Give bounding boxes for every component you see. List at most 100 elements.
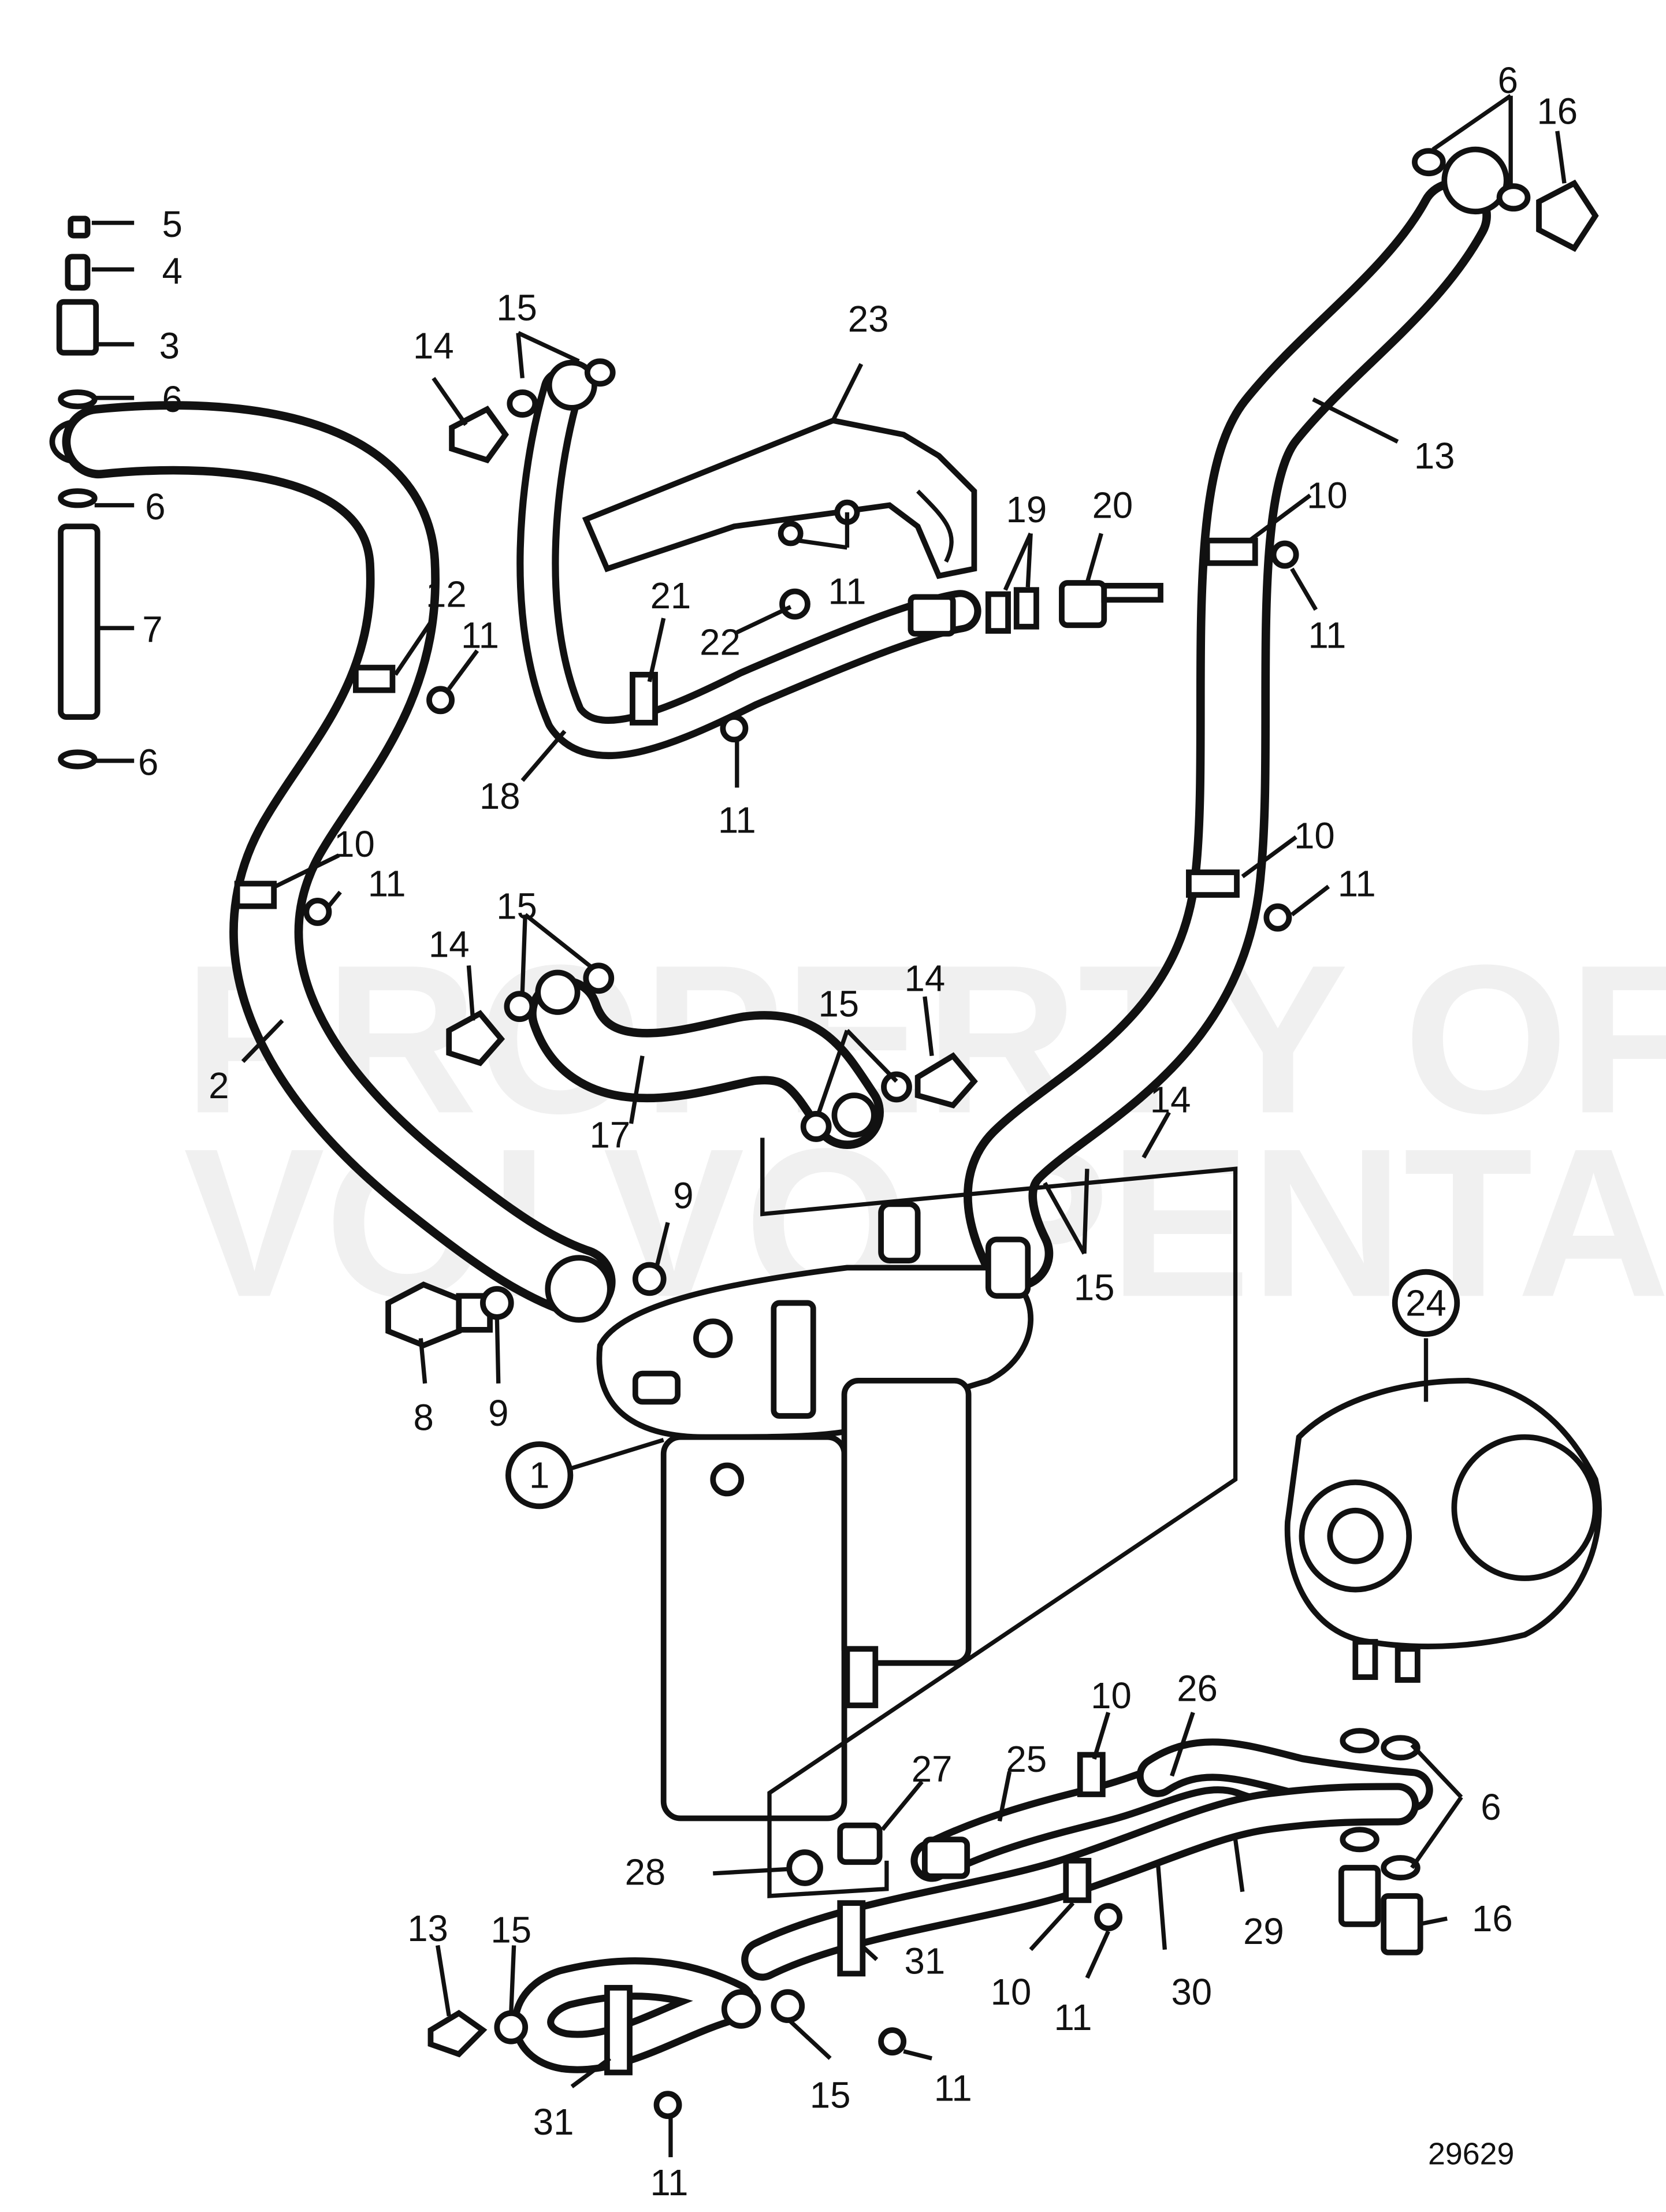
fuel-filter-assembly-1 bbox=[596, 1201, 1033, 1821]
label-part-6-e: 6 bbox=[1481, 1787, 1501, 1828]
label-part-26: 26 bbox=[1177, 1668, 1218, 1709]
label-part-9-b: 9 bbox=[488, 1393, 508, 1434]
part-9-washer-a bbox=[479, 1286, 514, 1320]
hose-2 bbox=[62, 401, 616, 1323]
part-6-washer-b bbox=[58, 488, 98, 508]
part-16-bolt-lower-a bbox=[1338, 1865, 1381, 1927]
filter-port-lower bbox=[710, 1462, 745, 1497]
part-31-clamp-a bbox=[837, 1900, 866, 1977]
label-part-29: 29 bbox=[1243, 1911, 1284, 1952]
fuel-pump-24 bbox=[1284, 1377, 1602, 1683]
hose-2-clamp-10 bbox=[234, 880, 277, 909]
part-21-clamp bbox=[630, 671, 658, 726]
part-6-washer-top-left bbox=[1412, 148, 1446, 177]
hose-2-banjo bbox=[545, 1255, 613, 1323]
part-22-nut bbox=[779, 588, 810, 620]
part-15-washer-lower-a bbox=[771, 1989, 805, 2023]
label-part-10-b: 10 bbox=[1307, 475, 1348, 516]
left-fitting-stack bbox=[49, 215, 106, 769]
filter-sensor bbox=[771, 1300, 816, 1419]
part-3-banjo-bolt bbox=[56, 299, 99, 356]
label-part-11-f: 11 bbox=[1338, 864, 1376, 905]
label-part-6-d: 6 bbox=[1498, 60, 1518, 101]
label-part-1: 1 bbox=[529, 1455, 549, 1496]
hose-17-banjo-left bbox=[535, 969, 581, 1015]
label-part-11-b: 11 bbox=[828, 571, 866, 612]
label-part-10-d: 10 bbox=[1091, 1675, 1132, 1716]
part-6-washer-a bbox=[58, 389, 98, 410]
part-11-bolt-d bbox=[1270, 540, 1299, 569]
hose-13 bbox=[964, 146, 1599, 1291]
label-part-13-a: 13 bbox=[1414, 436, 1455, 477]
bracket-bolt-b bbox=[778, 521, 804, 547]
label-part-17: 17 bbox=[590, 1115, 631, 1156]
part-11-bolt-e bbox=[1263, 903, 1292, 932]
callout-circle-24 bbox=[1392, 1269, 1460, 1337]
part-9-washer-b bbox=[632, 1262, 667, 1296]
label-part-11-c: 11 bbox=[718, 800, 756, 841]
label-part-18: 18 bbox=[479, 776, 520, 817]
pipe-18 bbox=[449, 358, 1163, 760]
label-part-5: 5 bbox=[162, 204, 183, 245]
label-part-16-a: 16 bbox=[1537, 91, 1578, 132]
pipe-18-nut bbox=[908, 594, 956, 637]
label-part-14-b: 14 bbox=[429, 924, 470, 965]
leader-lines bbox=[91, 94, 1567, 2158]
label-part-15-f: 15 bbox=[810, 2075, 851, 2116]
pump-port-right bbox=[1394, 1646, 1420, 1683]
part-11-bolt-g bbox=[878, 2027, 907, 2056]
label-part-21: 21 bbox=[650, 575, 691, 616]
label-part-10-e: 10 bbox=[991, 1972, 1032, 2013]
label-part-9-a: 9 bbox=[673, 1176, 693, 1217]
part-11-bolt-h bbox=[653, 2091, 682, 2120]
label-part-15-d: 15 bbox=[1074, 1267, 1115, 1308]
primer-pump bbox=[878, 1201, 921, 1264]
part-25-nut bbox=[921, 1836, 970, 1879]
label-part-6-b: 6 bbox=[145, 486, 165, 527]
watermark-line-1: PROPERTY OF bbox=[184, 920, 1666, 1157]
label-part-14-a: 14 bbox=[413, 325, 454, 366]
part-15-washer-mid-c bbox=[800, 1111, 832, 1142]
label-part-19: 19 bbox=[1006, 489, 1047, 530]
label-part-2: 2 bbox=[209, 1065, 229, 1106]
label-part-11-d: 11 bbox=[368, 864, 406, 905]
part-15-washer-mid-b bbox=[583, 962, 615, 994]
part-10-clamp-lower-b bbox=[1063, 1857, 1092, 1904]
part-28-washer bbox=[786, 1849, 823, 1886]
part-14-bolt-mid-right bbox=[914, 1052, 978, 1109]
pump-flange bbox=[1451, 1434, 1598, 1581]
label-part-20: 20 bbox=[1092, 485, 1133, 526]
part-10-clamp-lower-a bbox=[1077, 1752, 1106, 1797]
hose-13-banjo-top bbox=[1441, 146, 1509, 215]
part-labels: 5 4 3 6 6 7 6 15 14 23 12 11 21 11 22 19… bbox=[138, 60, 1578, 2203]
label-part-30: 30 bbox=[1171, 1972, 1212, 2013]
part-15-washer-mid-d bbox=[881, 1071, 912, 1103]
lower-banjo bbox=[721, 1989, 761, 2029]
label-part-3: 3 bbox=[159, 325, 180, 366]
label-part-23: 23 bbox=[848, 299, 889, 340]
label-part-13-b: 13 bbox=[407, 1908, 448, 1949]
label-part-11-i: 11 bbox=[650, 2162, 689, 2203]
part-7-spacer bbox=[58, 523, 101, 720]
hose-17-banjo-right bbox=[831, 1092, 877, 1138]
water-separator-bowl bbox=[841, 1377, 972, 1666]
filter-connector bbox=[985, 1236, 1031, 1299]
drawing-number: 29629 bbox=[1428, 2136, 1514, 2171]
part-19-washer-a bbox=[985, 591, 1011, 634]
filter-port-left bbox=[693, 1318, 733, 1358]
hose-2-clamp-12 bbox=[353, 664, 396, 693]
part-27-fitting bbox=[837, 1822, 883, 1865]
label-part-10-a: 10 bbox=[334, 824, 375, 865]
label-part-31-a: 31 bbox=[905, 1940, 946, 1981]
label-part-25: 25 bbox=[1006, 1739, 1047, 1780]
label-part-22: 22 bbox=[700, 622, 741, 663]
part-6-washer-c bbox=[58, 749, 98, 769]
part-16-bolt-lower-b bbox=[1381, 1893, 1423, 1956]
label-part-8: 8 bbox=[414, 1397, 434, 1438]
label-part-16-b: 16 bbox=[1472, 1898, 1513, 1939]
label-part-11-g: 11 bbox=[1054, 1997, 1092, 2038]
lower-pipes bbox=[427, 1738, 1433, 2076]
part-31-clamp-b bbox=[604, 1984, 633, 2076]
filter-fitting-left bbox=[632, 1370, 681, 1405]
